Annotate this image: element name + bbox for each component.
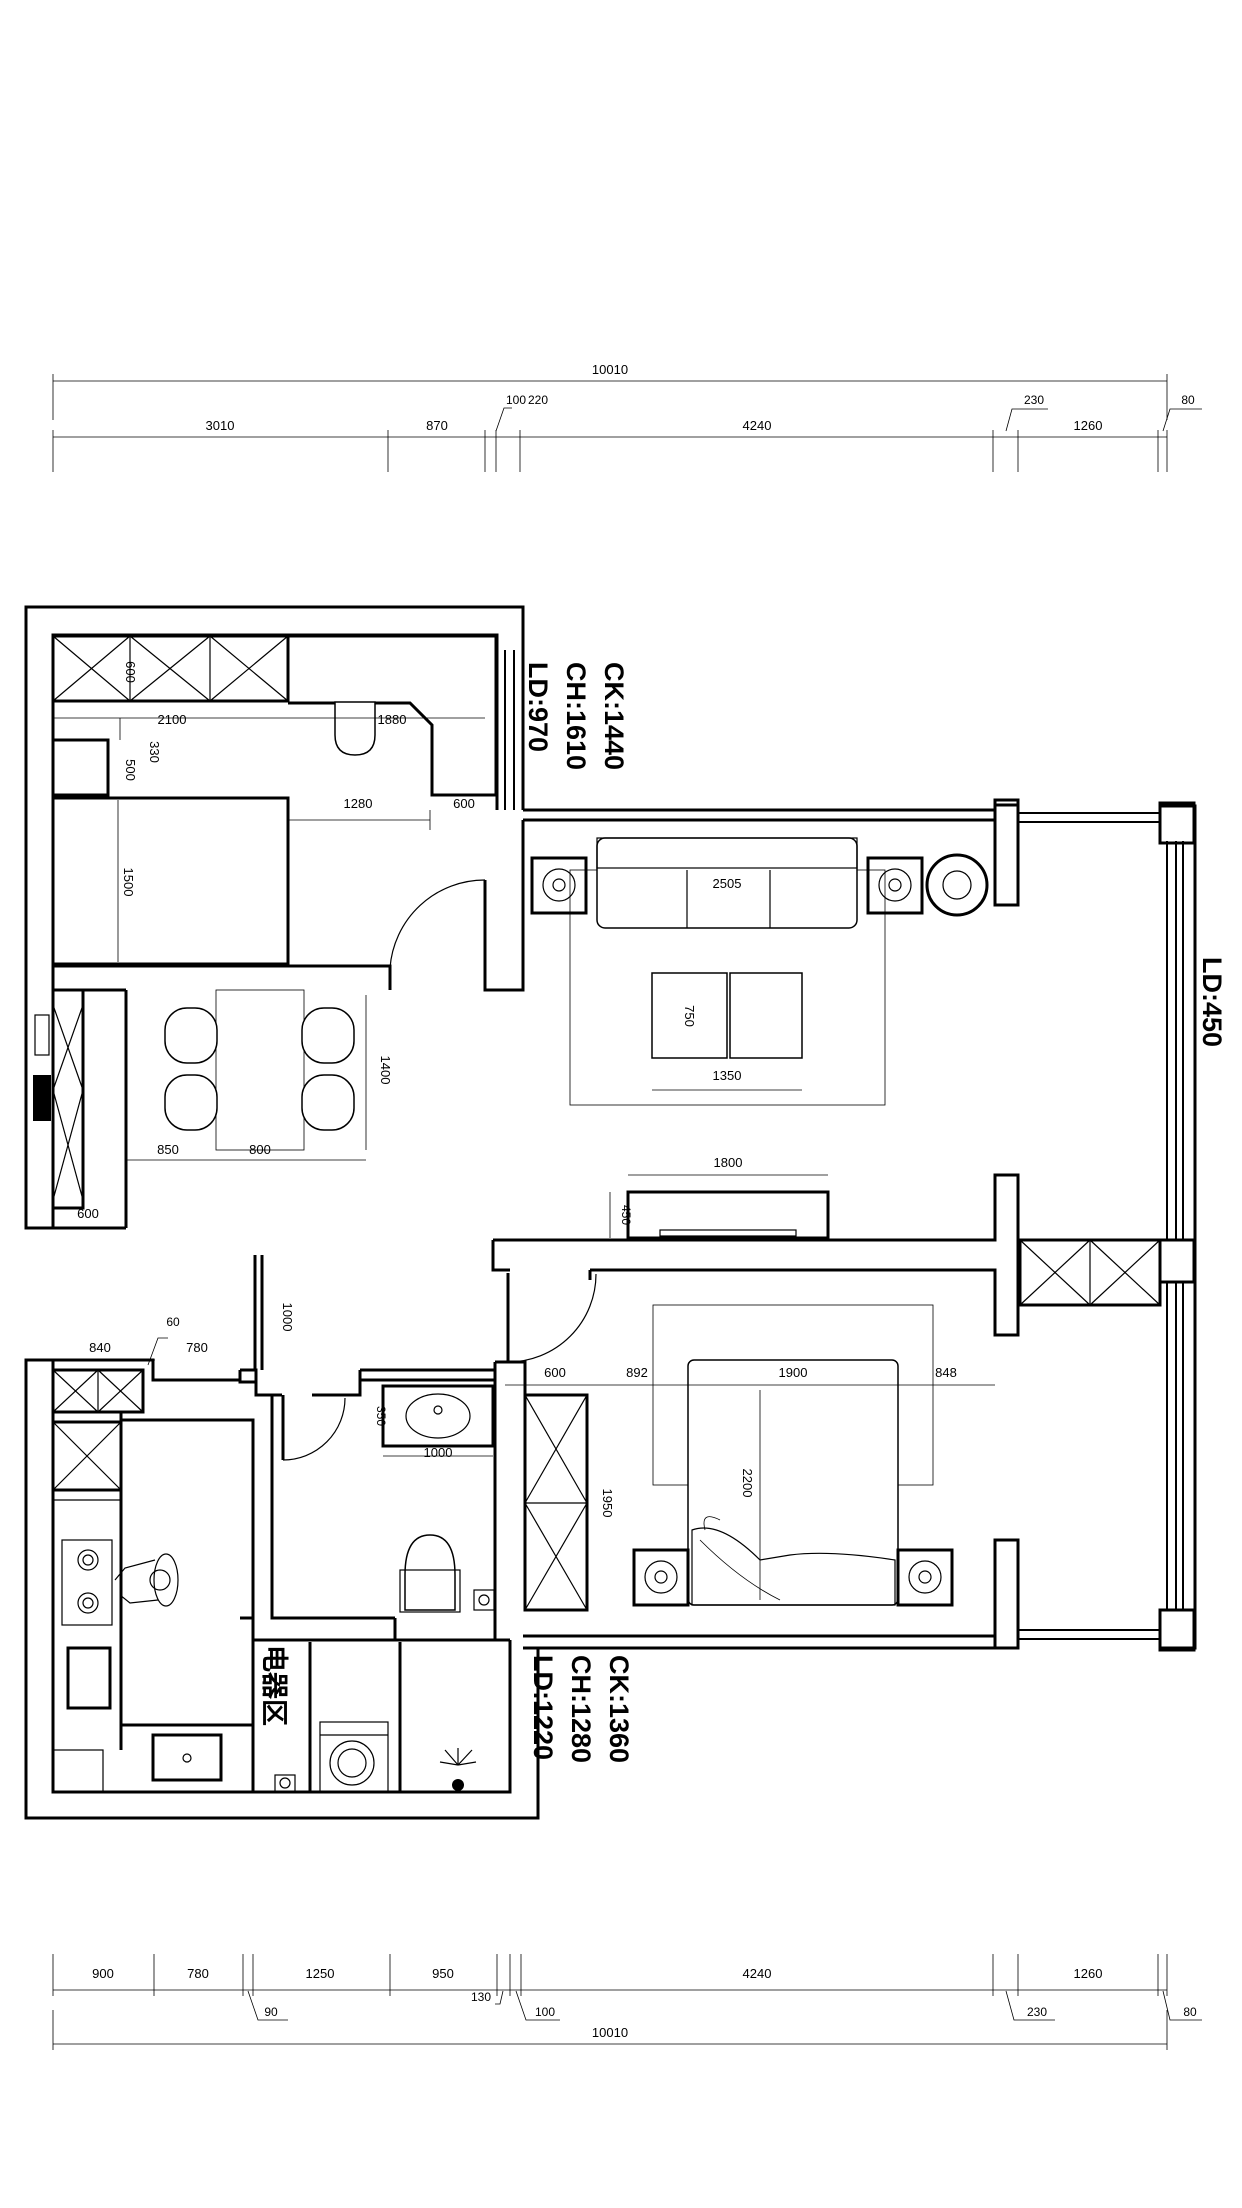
dim-60: 60	[166, 1315, 180, 1329]
interior-walls	[33, 820, 1020, 1792]
dim-tv-1800: 1800	[714, 1155, 743, 1170]
dim-top-total: 10010	[592, 362, 628, 377]
dim-wardrobe-1950: 1950	[600, 1489, 615, 1518]
dim-892: 892	[626, 1365, 648, 1380]
washbasin-counter	[381, 1384, 495, 1448]
dim-table-750: 750	[682, 1005, 697, 1027]
dim-bottom-900: 900	[92, 1966, 114, 1981]
floor-lamp	[925, 853, 989, 917]
dim-600-c: 600	[77, 1206, 99, 1221]
dim-bottom-950: 950	[432, 1966, 454, 1981]
dim-bottom-80: 80	[1183, 2005, 1197, 2019]
washing-machine	[319, 1721, 389, 1793]
dim-cab-600: 600	[123, 661, 138, 683]
label-ch-1280: CH:1280	[566, 1655, 596, 1763]
dim-bed-2200: 2200	[740, 1469, 755, 1498]
dim-850: 850	[157, 1142, 179, 1157]
dim-cab-2100: 2100	[158, 712, 187, 727]
coffee-table-left	[651, 972, 728, 1059]
person-sketch	[114, 1553, 179, 1607]
dining-chair-3	[301, 1007, 355, 1064]
kitchen-sink	[151, 1733, 223, 1782]
floor-drain-icon	[439, 1748, 477, 1791]
dim-sofa-2505: 2505	[713, 876, 742, 891]
window-label-upper: CK:1440 CH:1610 LD:970	[523, 662, 629, 770]
dim-600-d: 600	[544, 1365, 566, 1380]
dim-tv-450: 450	[619, 1205, 633, 1225]
dim-848: 848	[935, 1365, 957, 1380]
label-ck-1360: CK:1360	[604, 1655, 634, 1763]
dim-780: 780	[186, 1340, 208, 1355]
dim-bottom-1260: 1260	[1074, 1966, 1103, 1981]
dim-bottom-780: 780	[187, 1966, 209, 1981]
dim-bottom-total: 10010	[592, 2025, 628, 2040]
dining-chair-2	[164, 1074, 218, 1131]
dim-1400: 1400	[378, 1056, 393, 1085]
dim-table-1350: 1350	[713, 1068, 742, 1083]
dim-bed-1900: 1900	[779, 1365, 808, 1380]
dim-top-870: 870	[426, 418, 448, 433]
dim-bottom-4240: 4240	[743, 1966, 772, 1981]
dim-top-100: 100	[506, 393, 526, 407]
zone-label-appliance: 电器区	[259, 1645, 289, 1726]
label-ld-450: LD:450	[1197, 957, 1227, 1047]
dim-bottom-230: 230	[1027, 2005, 1047, 2019]
dim-330: 330	[147, 741, 162, 763]
dining-chair-4	[301, 1074, 355, 1131]
dim-top-80: 80	[1181, 393, 1195, 407]
exterior-walls	[24, 605, 1197, 1820]
toilet-icon-upper	[334, 701, 376, 756]
dim-800: 800	[249, 1142, 271, 1157]
bedroom: 600 892 1900 848 2200 1950	[505, 1273, 995, 1612]
dim-cab-1880: 1880	[378, 712, 407, 727]
dim-600-b: 600	[453, 796, 475, 811]
upper-kitchen: 600 2100 1880 330 500 1280 600 1500	[51, 634, 498, 990]
window-label-lower: CK:1360 CH:1280 LD:1220	[528, 1655, 634, 1763]
oven	[66, 1646, 112, 1710]
dim-bottom-130: 130	[471, 1990, 491, 2004]
top-dimension-chain: 10010 3010 870 100 220 4240 230 1260 80	[52, 362, 1202, 472]
lower-kitchen: 840 60 780 1000 电器区	[51, 1303, 296, 1793]
bottom-dimension-chain: 900 780 90 1250 950 130 100 4240 230 126…	[52, 1954, 1202, 2050]
dining-area: 1400 850 800 600	[77, 989, 393, 1221]
utility-row	[319, 1721, 477, 1793]
label-ch-1610: CH:1610	[561, 662, 591, 770]
dim-top-3010: 3010	[206, 418, 235, 433]
dim-bottom-1250: 1250	[306, 1966, 335, 1981]
dim-1000: 1000	[280, 1303, 295, 1332]
dining-chair-1	[164, 1007, 218, 1064]
dim-1280: 1280	[344, 796, 373, 811]
dim-top-1260: 1260	[1074, 418, 1103, 433]
dim-sink-1000: 1000	[424, 1445, 453, 1460]
window-label-right: LD:450	[1197, 957, 1227, 1047]
tv-cabinet	[626, 1190, 830, 1240]
dim-500: 500	[123, 759, 138, 781]
dim-840: 840	[89, 1340, 111, 1355]
washbasin-icon	[405, 1393, 471, 1439]
dim-top-4240: 4240	[743, 418, 772, 433]
label-ld-970: LD:970	[523, 662, 553, 752]
coffee-table-right	[729, 972, 803, 1059]
dim-bottom-100: 100	[535, 2005, 555, 2019]
dim-350: 350	[374, 1406, 388, 1426]
living-room: 2505 750 1350 1800 450	[530, 837, 1162, 1307]
dim-bottom-90: 90	[264, 2005, 278, 2019]
label-ld-1220: LD:1220	[528, 1655, 558, 1760]
bathroom: 1000 350	[281, 1384, 495, 1613]
dim-top-220: 220	[528, 393, 548, 407]
cooktop	[61, 1539, 113, 1626]
dim-1500: 1500	[121, 868, 136, 897]
toilet-icon	[404, 1534, 456, 1611]
bed	[687, 1359, 899, 1606]
dim-top-230: 230	[1024, 393, 1044, 407]
label-ck-1440: CK:1440	[599, 662, 629, 770]
